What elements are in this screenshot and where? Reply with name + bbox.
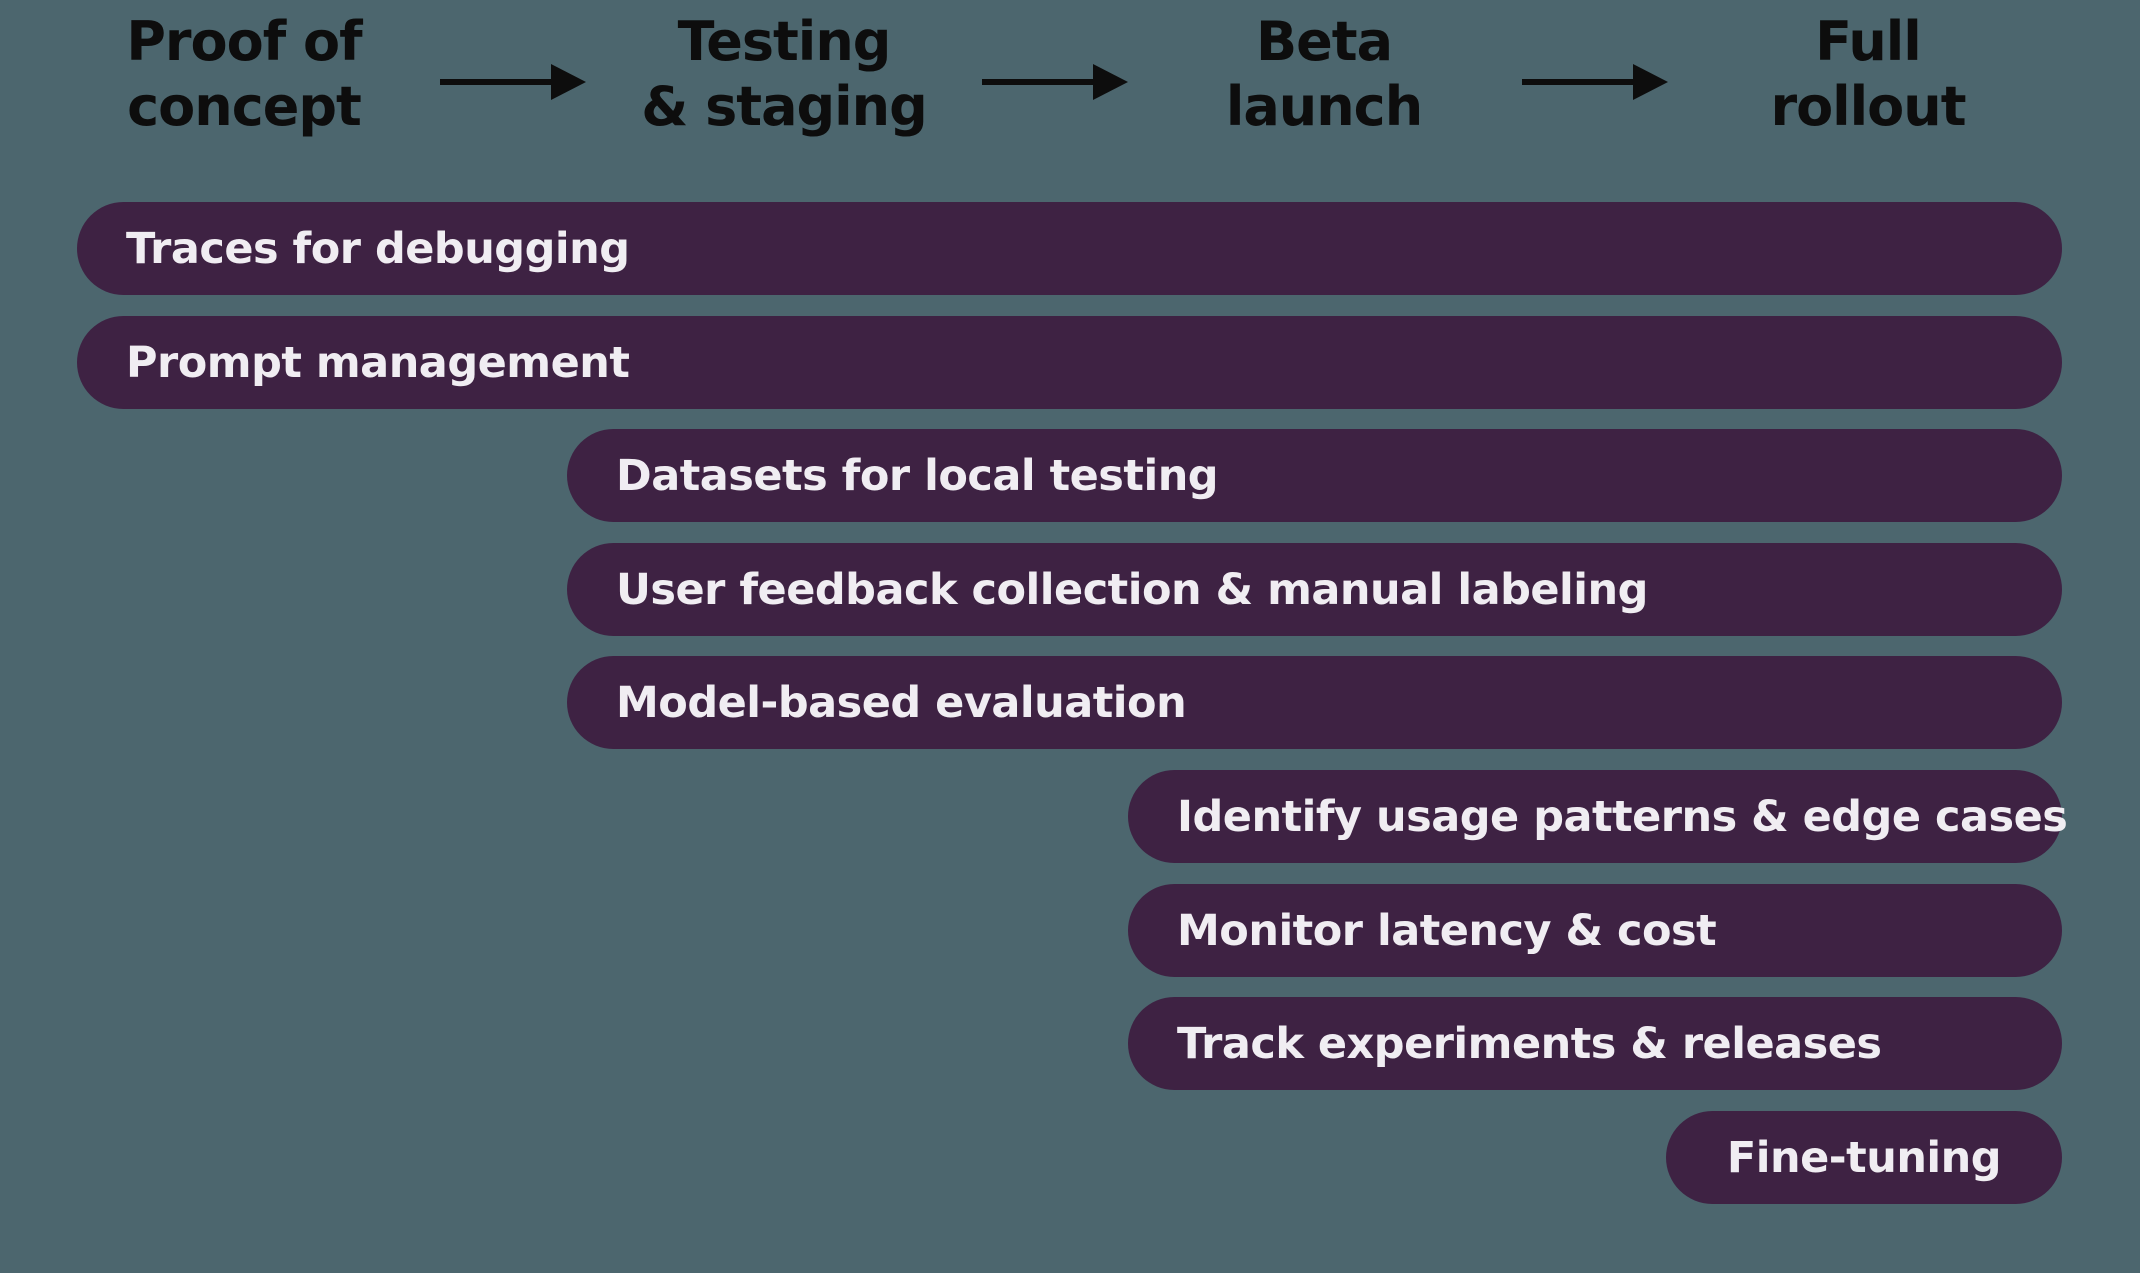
bar-monitor-latency-cost: Monitor latency & cost [1128, 884, 2062, 977]
bar-track-experiments-releases: Track experiments & releases [1128, 997, 2062, 1090]
bar-identify-usage-patterns: Identify usage patterns & edge cases [1128, 770, 2068, 863]
flow-arrow-icon [982, 64, 1128, 100]
stage-label-proof-of-concept: Proof of concept [126, 10, 362, 138]
bar-model-based-evaluation: Model-based evaluation [567, 656, 2062, 749]
bar-prompt-management: Prompt management [77, 316, 2062, 409]
bar-traces-for-debugging: Traces for debugging [77, 202, 2062, 295]
bar-datasets-local-testing: Datasets for local testing [567, 429, 2062, 522]
flow-arrow-icon [440, 64, 586, 100]
stage-label-beta-launch: Beta launch [1225, 10, 1423, 138]
stage-label-testing-staging: Testing & staging [641, 10, 928, 138]
flow-arrow-icon [1522, 64, 1668, 100]
stage-label-full-rollout: Full rollout [1770, 10, 1966, 138]
bar-fine-tuning: Fine-tuning [1666, 1111, 2062, 1204]
bar-user-feedback-manual-labeling: User feedback collection & manual labeli… [567, 543, 2062, 636]
